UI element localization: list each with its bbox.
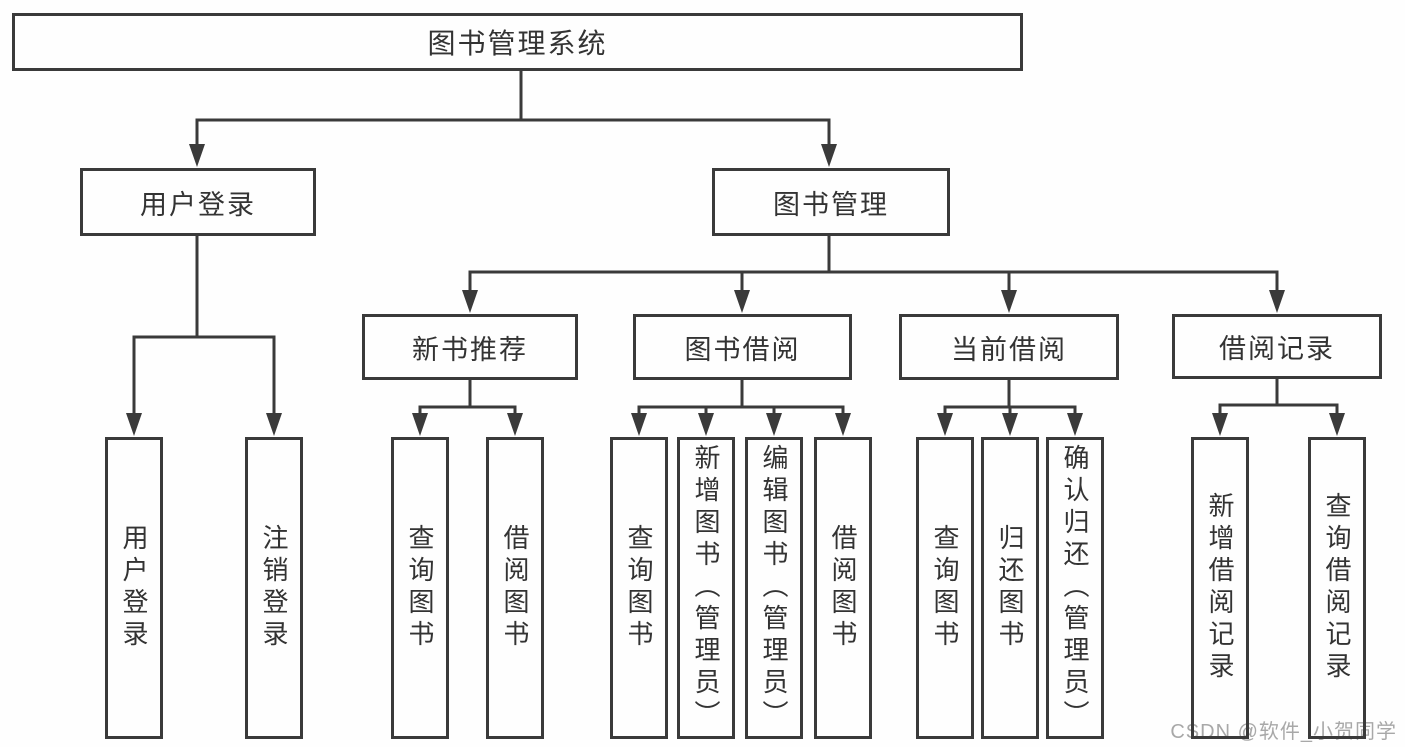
leaf-query-borrow-record: 查询借阅记录	[1308, 437, 1366, 739]
node-label: 查询图书	[624, 524, 654, 652]
leaf-edit-books-admin: 编辑图书（管理员）	[745, 437, 803, 739]
leaf-query-books-borrowing: 查询图书	[610, 437, 668, 739]
node-label: 用户登录	[119, 524, 149, 652]
node-new-book-recommend: 新书推荐	[362, 314, 578, 380]
leaf-user-login: 用户登录	[105, 437, 163, 739]
node-label: 新书推荐	[412, 334, 528, 365]
leaf-add-borrow-record: 新增借阅记录	[1191, 437, 1249, 739]
node-label: 编辑图书（管理员）	[759, 444, 789, 732]
leaf-borrow-books: 借阅图书	[814, 437, 872, 739]
leaf-confirm-return-admin: 确认归还（管理员）	[1046, 437, 1104, 739]
node-label: 归还图书	[995, 524, 1025, 652]
leaf-query-books-recommend: 查询图书	[391, 437, 449, 739]
leaf-add-books-admin: 新增图书（管理员）	[677, 437, 735, 739]
node-library-system: 图书管理系统	[12, 13, 1023, 71]
node-label: 查询图书	[405, 524, 435, 652]
leaf-query-books-current: 查询图书	[916, 437, 974, 739]
node-label: 当前借阅	[951, 334, 1067, 365]
node-label: 图书管理系统	[427, 28, 608, 59]
node-label: 查询借阅记录	[1322, 492, 1352, 684]
node-label: 图书借阅	[684, 334, 801, 365]
node-label: 借阅图书	[500, 524, 530, 652]
node-label: 借阅图书	[828, 524, 858, 652]
node-label: 图书管理	[773, 189, 889, 220]
node-label: 用户登录	[140, 189, 256, 220]
leaf-borrow-books-recommend: 借阅图书	[486, 437, 544, 739]
node-user-login-branch: 用户登录	[80, 168, 316, 236]
node-book-management-branch: 图书管理	[712, 168, 950, 236]
node-borrowing-records: 借阅记录	[1172, 314, 1382, 379]
node-label: 注销登录	[259, 524, 289, 652]
node-label: 新增图书（管理员）	[691, 444, 721, 732]
leaf-return-books: 归还图书	[981, 437, 1039, 739]
node-label: 新增借阅记录	[1205, 492, 1235, 684]
node-book-borrowing: 图书借阅	[633, 314, 852, 380]
node-label: 借阅记录	[1219, 334, 1335, 364]
node-label: 查询图书	[930, 524, 960, 652]
node-current-borrowing: 当前借阅	[899, 314, 1119, 380]
leaf-logout: 注销登录	[245, 437, 303, 739]
node-label: 确认归还（管理员）	[1060, 444, 1090, 732]
